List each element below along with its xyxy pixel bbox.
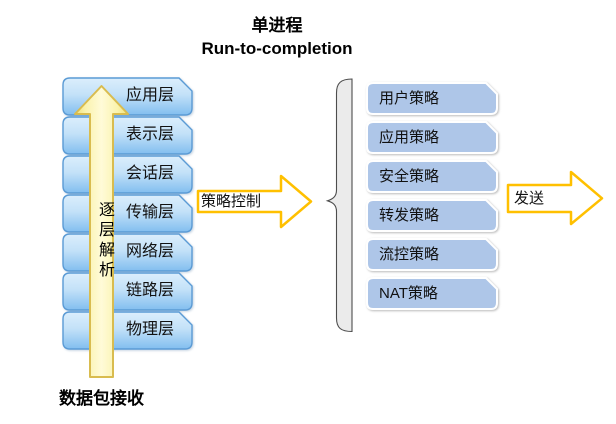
diagram-title-line1: 单进程 (251, 16, 303, 35)
policy-box (366, 160, 498, 193)
packet-receive-label: 数据包接收 (59, 389, 144, 408)
policy-label-application: 应用策略 (379, 129, 440, 146)
layer-label-link: 链路层 (125, 282, 174, 299)
policy-box (366, 238, 498, 271)
layer-label-presentation: 表示层 (125, 126, 174, 143)
layer-label-transport: 传输层 (125, 204, 174, 221)
left-brace (325, 78, 353, 333)
policy-label-security: 安全策略 (379, 168, 440, 185)
layer-label-application: 应用层 (125, 87, 174, 104)
layer-label-session: 会话层 (125, 165, 174, 182)
upward-parse-arrow (74, 85, 129, 378)
send-label: 发送 (514, 190, 545, 207)
policy-label-flow-control: 流控策略 (379, 246, 440, 263)
policy-label-forwarding: 转发策略 (379, 207, 440, 224)
policy-box (366, 199, 498, 232)
parse-by-layer-label: 逐层解析 (96, 201, 113, 281)
policy-box (366, 121, 498, 154)
policy-control-label: 策略控制 (201, 193, 262, 210)
layer-label-physical: 物理层 (125, 321, 174, 338)
layer-label-network: 网络层 (125, 243, 174, 260)
policy-control-arrow (196, 174, 313, 229)
send-arrow (506, 170, 604, 226)
diagram-title-line2: Run-to-completion (201, 39, 353, 58)
policy-box (366, 277, 498, 310)
policy-label-nat: NAT策略 (379, 285, 438, 302)
diagram-title: 单进程 Run-to-completion (122, 14, 432, 60)
policy-box (366, 82, 498, 115)
policy-label-user: 用户策略 (379, 90, 440, 107)
